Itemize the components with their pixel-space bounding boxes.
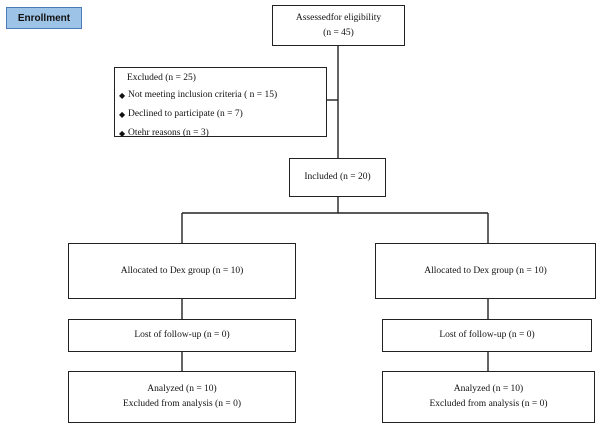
- left-allocated-box: Allocated to Dex group (n = 10): [68, 243, 296, 299]
- excluded-item: ◆ Declined to participate (n = 7): [119, 105, 322, 124]
- assessed-count: (n = 45): [323, 27, 354, 38]
- right-allocated-label: Allocated to Dex group (n = 10): [424, 265, 547, 276]
- left-allocated-label: Allocated to Dex group (n = 10): [120, 265, 244, 276]
- right-followup-box: Lost of follow-up (n = 0): [382, 319, 592, 352]
- excluded-box: Excluded (n = 25) ◆ Not meeting inclusio…: [114, 67, 327, 138]
- excluded-item-label: Otehr reasons (n = 3): [128, 128, 209, 138]
- excluded-item-label: Not meeting inclusion criteria ( n = 15): [128, 90, 278, 100]
- right-analyzed-box: Analyzed (n = 10) Excluded from analysis…: [382, 371, 595, 423]
- right-allocated-box: Allocated to Dex group (n = 10): [375, 243, 596, 299]
- excluded-item: ◆ Otehr reasons (n = 3): [119, 124, 322, 143]
- assessed-title: Assessedfor eligibility: [295, 12, 382, 23]
- left-analyzed-box: Analyzed (n = 10) Excluded from analysis…: [68, 371, 296, 423]
- right-followup-label: Lost of follow-up (n = 0): [439, 330, 535, 340]
- enrollment-label: Enrollment: [6, 7, 82, 29]
- diamond-bullet-icon: ◆: [119, 128, 126, 138]
- right-analyzed-label: Analyzed (n = 10): [453, 384, 524, 394]
- left-excluded-analysis-label: Excluded from analysis (n = 0): [122, 399, 241, 409]
- assessed-box: Assessedfor eligibility (n = 45): [272, 5, 405, 46]
- left-analyzed-label: Analyzed (n = 10): [147, 384, 217, 394]
- excluded-item-label: Declined to participate (n = 7): [128, 109, 243, 119]
- left-followup-box: Lost of follow-up (n = 0): [68, 319, 296, 352]
- left-followup-label: Lost of follow-up (n = 0): [134, 330, 230, 340]
- included-label: Included (n = 20): [304, 172, 371, 182]
- diamond-bullet-icon: ◆: [119, 109, 126, 119]
- excluded-item: ◆ Not meeting inclusion criteria ( n = 1…: [119, 86, 322, 105]
- included-box: Included (n = 20): [289, 158, 386, 197]
- right-excluded-analysis-label: Excluded from analysis (n = 0): [429, 399, 548, 409]
- excluded-title: Excluded (n = 25): [127, 73, 196, 83]
- diamond-bullet-icon: ◆: [119, 90, 126, 100]
